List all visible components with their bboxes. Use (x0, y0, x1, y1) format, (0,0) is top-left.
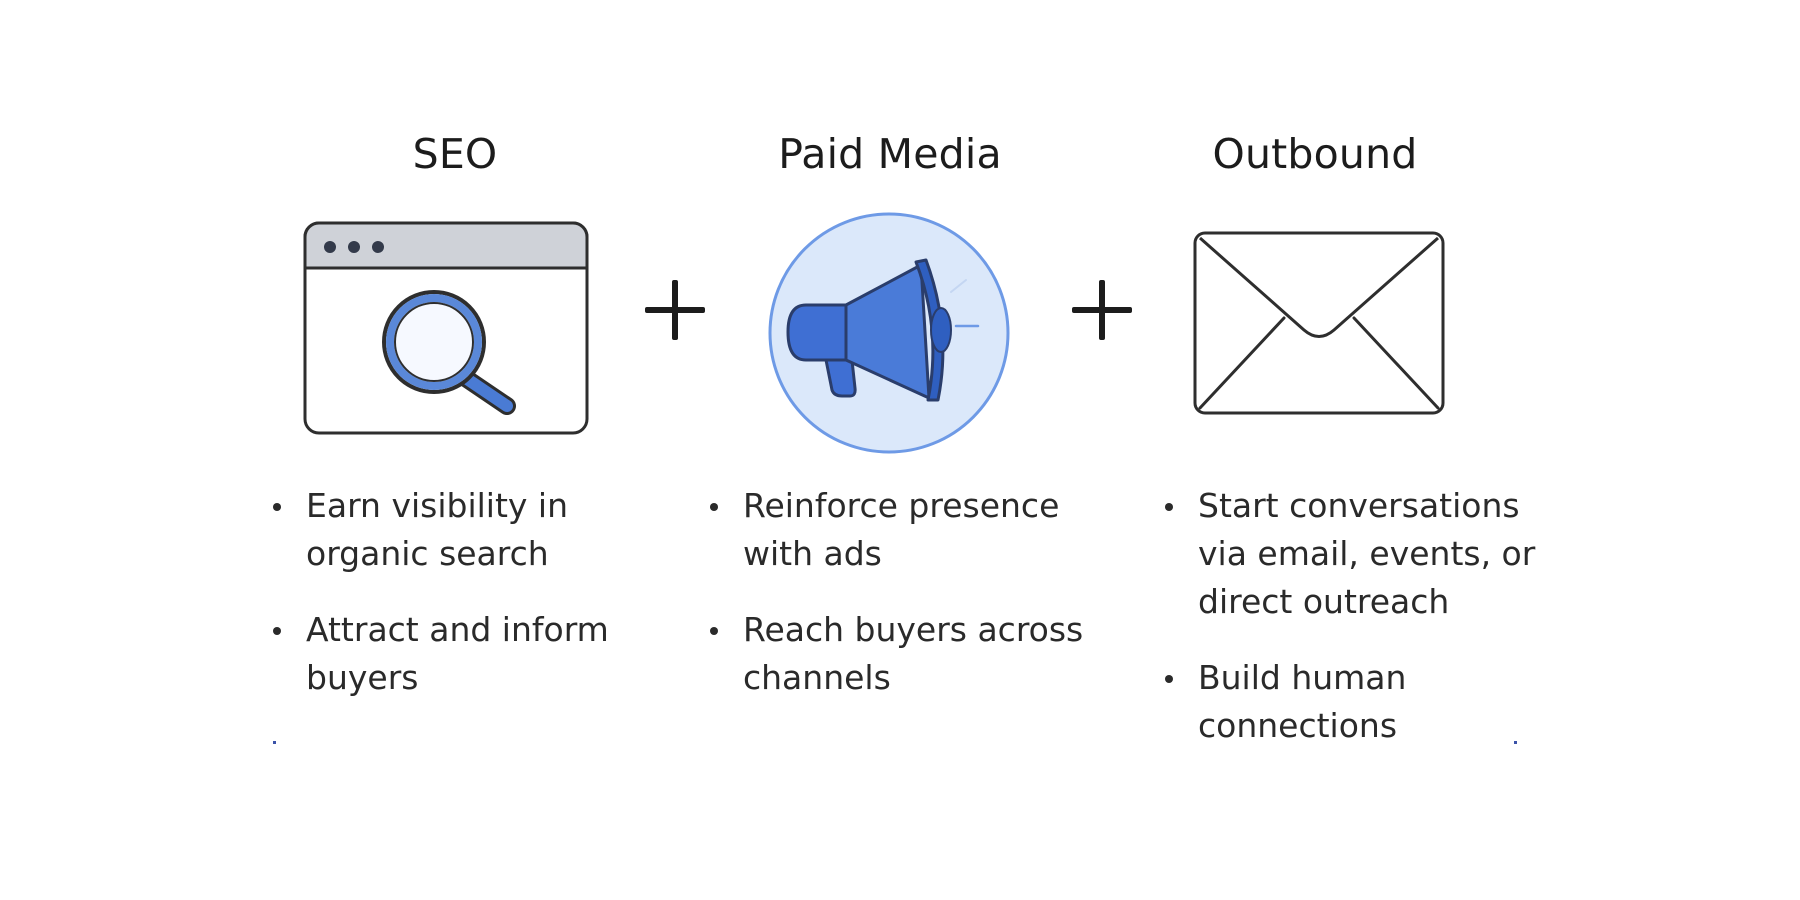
bullet-item: Start conversations via email, events, o… (1160, 482, 1560, 626)
bullet-item: Earn visibility in organic search (268, 482, 648, 578)
bullet-list-seo: Earn visibility in organic search Attrac… (268, 482, 648, 730)
bullet-item: Attract and inform buyers (268, 606, 648, 702)
bullet-list-outbound: Start conversations via email, events, o… (1160, 482, 1560, 778)
plus-icon (645, 280, 705, 340)
bullet-item: Build human connections (1160, 654, 1560, 750)
column-title-outbound: Outbound (1212, 130, 1418, 178)
plus-icon (1072, 280, 1132, 340)
bullet-item: Reach buyers across channels (705, 606, 1105, 702)
decorative-dot (273, 741, 276, 744)
megaphone-icon (768, 212, 1010, 454)
decorative-dot (1514, 741, 1517, 744)
bullet-list-paid-media: Reinforce presence with ads Reach buyers… (705, 482, 1105, 730)
column-title-paid-media: Paid Media (778, 130, 1002, 178)
bullet-item: Reinforce presence with ads (705, 482, 1105, 578)
envelope-icon (1193, 231, 1445, 415)
browser-search-icon (303, 221, 589, 435)
column-title-seo: SEO (412, 130, 498, 178)
